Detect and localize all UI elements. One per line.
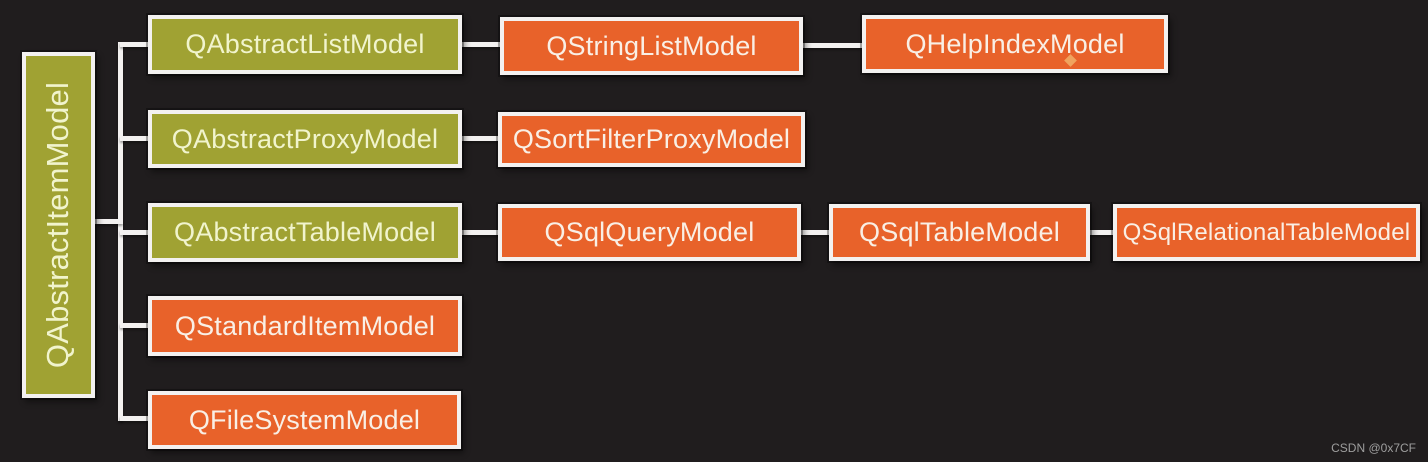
- node-qsqlrelationaltablemodel: QSqlRelationalTableModel: [1113, 204, 1420, 261]
- connector-line: [460, 42, 502, 47]
- connector-row4-stub: [120, 323, 148, 328]
- node-qsqltablemodel: QSqlTableModel: [829, 204, 1090, 261]
- connector-line: [1088, 230, 1115, 235]
- node-label: QAbstractItemModel: [40, 81, 76, 369]
- connector-row3-stub: [120, 230, 148, 235]
- watermark: CSDN @0x7CF: [1331, 441, 1416, 455]
- node-qfilesystemmodel: QFileSystemModel: [148, 391, 461, 449]
- node-qstandarditemmodel: QStandardItemModel: [148, 296, 462, 356]
- node-qstringlistmodel: QStringListModel: [500, 17, 803, 75]
- node-qsqlquerymodel: QSqlQueryModel: [498, 204, 801, 261]
- connector-line: [460, 230, 500, 235]
- connector-line: [799, 230, 831, 235]
- connector-row2-stub: [120, 136, 148, 141]
- node-qabstractlistmodel: QAbstractListModel: [148, 15, 462, 74]
- node-qsortfilterproxymodel: QSortFilterProxyModel: [498, 112, 805, 167]
- connector-line: [460, 136, 500, 141]
- node-qabstractitemmodel: QAbstractItemModel: [22, 52, 95, 398]
- node-qabstractproxymodel: QAbstractProxyModel: [148, 110, 462, 168]
- node-qabstracttablemodel: QAbstractTableModel: [148, 203, 462, 262]
- connector-row1-stub: [120, 42, 148, 47]
- connector-root-stub: [95, 219, 123, 224]
- connector-line: [801, 43, 864, 48]
- node-qhelpindexmodel: QHelpIndexModel: [862, 15, 1168, 73]
- connector-row5-stub: [120, 416, 148, 421]
